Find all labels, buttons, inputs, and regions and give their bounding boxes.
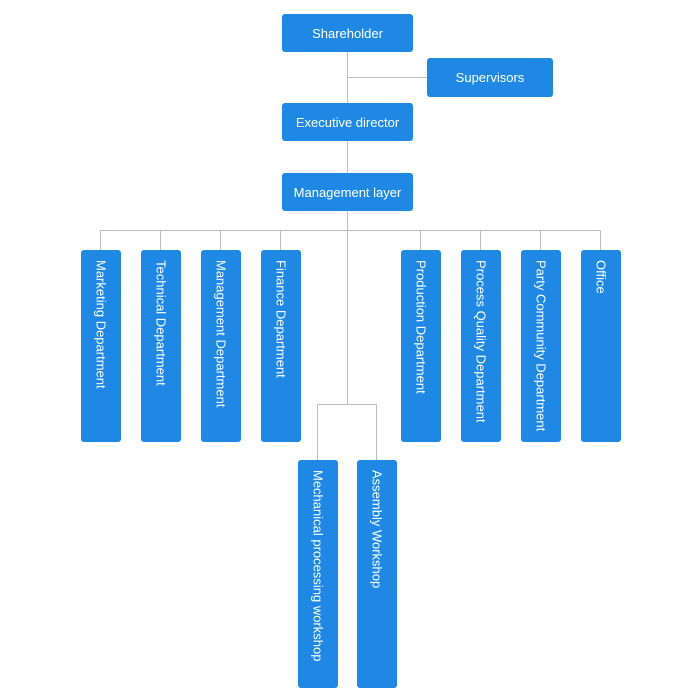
node-technical-department-label: Technical Department bbox=[153, 260, 169, 386]
node-shareholder[interactable]: Shareholder bbox=[282, 14, 413, 52]
node-management-layer[interactable]: Management layer bbox=[282, 173, 413, 211]
node-office[interactable]: Office bbox=[581, 250, 621, 442]
node-supervisors-label: Supervisors bbox=[455, 70, 525, 85]
node-executive-director[interactable]: Executive director bbox=[282, 103, 413, 141]
node-technical-department[interactable]: Technical Department bbox=[141, 250, 181, 442]
node-production-department-label: Production Department bbox=[413, 260, 429, 394]
node-mechanical-processing-workshop-label: Mechanical processing workshop bbox=[310, 470, 326, 662]
node-marketing-department[interactable]: Marketing Department bbox=[81, 250, 121, 442]
node-production-department[interactable]: Production Department bbox=[401, 250, 441, 442]
node-finance-department-label: Finance Department bbox=[273, 260, 289, 378]
node-mechanical-processing-workshop[interactable]: Mechanical processing workshop bbox=[298, 460, 338, 688]
node-office-label: Office bbox=[593, 260, 609, 294]
node-assembly-workshop[interactable]: Assembly Workshop bbox=[357, 460, 397, 688]
node-shareholder-label: Shareholder bbox=[312, 25, 383, 41]
node-supervisors[interactable]: Supervisors bbox=[427, 58, 553, 97]
node-process-quality-department-label: Process Quality Department bbox=[473, 260, 489, 423]
node-process-quality-department[interactable]: Process Quality Department bbox=[461, 250, 501, 442]
node-party-community-department[interactable]: Party Community Department bbox=[521, 250, 561, 442]
node-executive-director-label: Executive director bbox=[295, 114, 400, 130]
node-party-community-department-label: Party Community Department bbox=[533, 260, 549, 432]
node-management-department-label: Management Department bbox=[213, 260, 229, 408]
node-finance-department[interactable]: Finance Department bbox=[261, 250, 301, 442]
node-assembly-workshop-label: Assembly Workshop bbox=[369, 470, 385, 589]
node-management-layer-label: Management layer bbox=[293, 184, 402, 200]
node-marketing-department-label: Marketing Department bbox=[93, 260, 109, 389]
node-management-department[interactable]: Management Department bbox=[201, 250, 241, 442]
